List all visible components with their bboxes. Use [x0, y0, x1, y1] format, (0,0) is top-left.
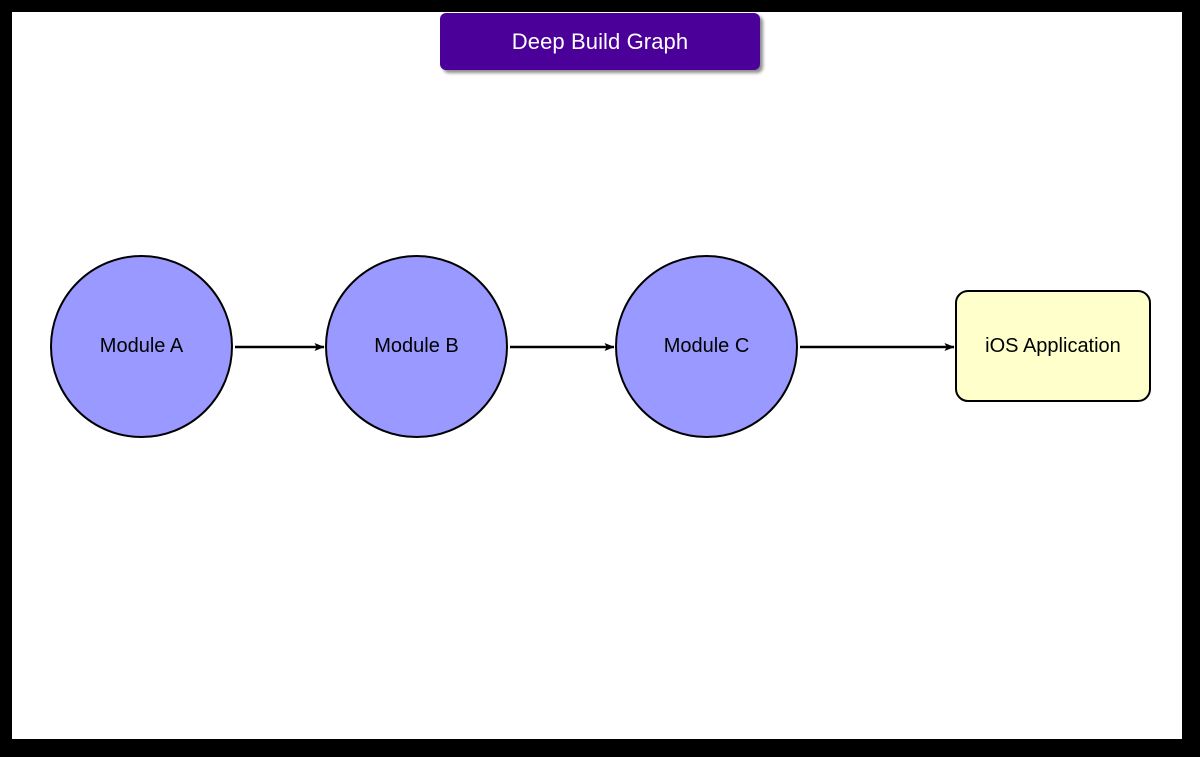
node-ios-application[interactable]: iOS Application	[955, 290, 1151, 402]
node-label-module-b: Module B	[374, 335, 459, 357]
node-module-b[interactable]: Module B	[325, 255, 508, 438]
node-label-module-c: Module C	[663, 335, 750, 357]
node-label-ios-application: iOS Application	[985, 334, 1121, 357]
page-title: Deep Build Graph	[511, 28, 689, 54]
graph-container: Module A Module B Module C iOS Applicati…	[12, 12, 1182, 739]
node-module-c[interactable]: Module C	[615, 255, 798, 438]
diagram-title-banner: Deep Build Graph	[440, 13, 760, 70]
node-module-a[interactable]: Module A	[50, 255, 233, 438]
diagram-canvas: Deep Build Graph Module A	[12, 12, 1182, 739]
node-label-module-a: Module A	[99, 335, 184, 357]
